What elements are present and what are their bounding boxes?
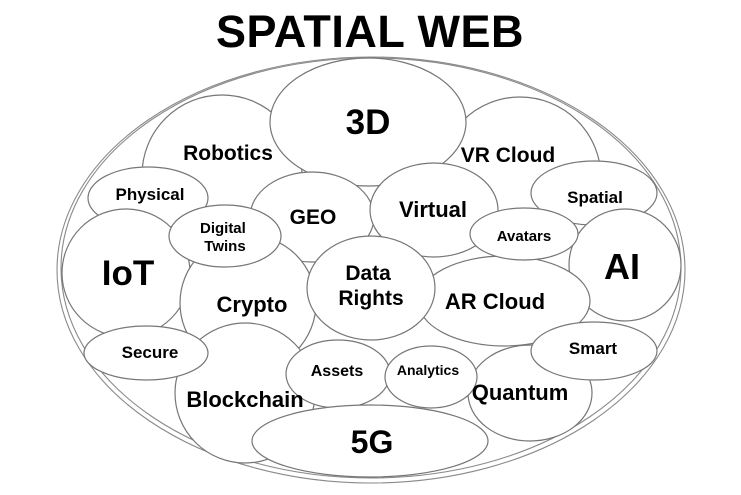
node-geo-label: GEO <box>290 206 337 229</box>
node-labels: 3D Robotics VR Cloud Physical Spatial GE… <box>102 103 640 460</box>
node-5g-label: 5G <box>351 424 394 460</box>
page-title: SPATIAL WEB <box>216 6 524 57</box>
node-blockchain-label: Blockchain <box>186 387 303 412</box>
node-robotics-label: Robotics <box>183 142 273 165</box>
node-ai-ellipse <box>568 208 682 322</box>
node-avatars-ellipse <box>469 207 579 261</box>
node-digital-twins-ellipse <box>168 204 282 268</box>
node-quantum-label: Quantum <box>472 380 569 405</box>
node-ai-label: AI <box>604 246 640 287</box>
node-3d-ellipse <box>269 57 467 187</box>
node-spatial-label: Spatial <box>567 188 623 207</box>
node-iot-label: IoT <box>102 254 154 293</box>
node-crypto-label: Crypto <box>217 292 288 317</box>
node-secure-ellipse <box>83 325 209 381</box>
node-ar-cloud-label: AR Cloud <box>445 289 545 314</box>
node-smart-label: Smart <box>569 339 618 358</box>
node-digital-twins-label: Digital Twins <box>200 220 250 255</box>
node-virtual-label: Virtual <box>399 197 467 222</box>
node-avatars-label: Avatars <box>497 228 551 245</box>
node-5g-ellipse <box>251 404 489 478</box>
node-secure-label: Secure <box>122 343 179 362</box>
node-smart-ellipse <box>530 321 658 381</box>
node-analytics-label: Analytics <box>397 362 459 378</box>
node-data-rights-label: Data Rights <box>338 262 403 310</box>
node-data-rights-ellipse <box>306 235 436 341</box>
node-assets-label: Assets <box>311 363 364 380</box>
node-bubbles <box>61 57 682 478</box>
node-analytics-ellipse <box>384 345 478 409</box>
node-virtual-ellipse <box>369 162 499 258</box>
node-physical-label: Physical <box>116 185 185 204</box>
node-3d-label: 3D <box>346 103 391 142</box>
node-vr-cloud-label: VR Cloud <box>461 144 556 167</box>
